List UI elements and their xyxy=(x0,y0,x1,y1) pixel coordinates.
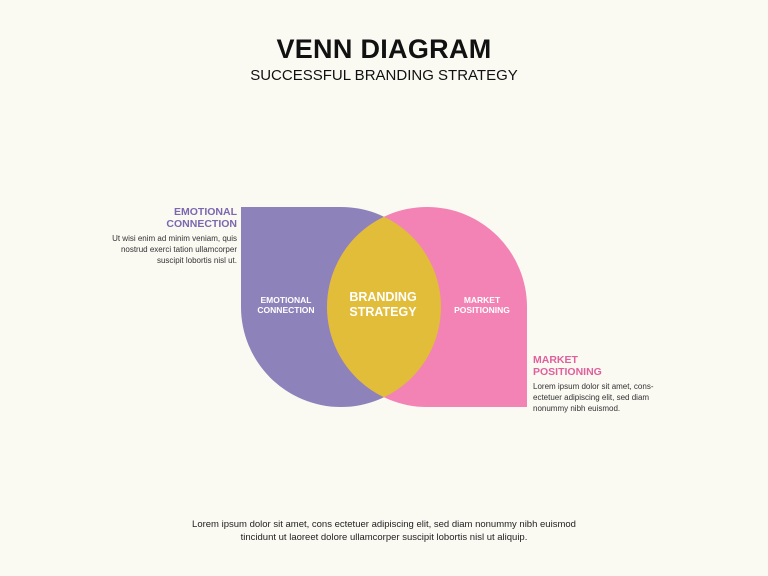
venn-center-label: BRANDING STRATEGY xyxy=(349,290,417,319)
page-title: VENN DIAGRAM xyxy=(276,34,492,64)
page-subtitle: SUCCESSFUL BRANDING STRATEGY xyxy=(250,67,518,84)
venn-overlap-shape xyxy=(327,207,441,407)
venn-right-label: MARKET POSITIONING xyxy=(454,295,510,315)
left-callout: EMOTIONAL CONNECTION Ut wisi enim ad min… xyxy=(108,206,237,266)
footer-paragraph: Lorem ipsum dolor sit amet, cons ectetue… xyxy=(192,519,576,543)
right-callout-text: Lorem ipsum dolor sit amet, cons-ectetue… xyxy=(533,382,654,413)
left-callout-text: Ut wisi enim ad minim veniam, quis nostr… xyxy=(112,234,237,265)
footer-text: Lorem ipsum dolor sit amet, cons ectetue… xyxy=(0,518,768,544)
venn-left-label: EMOTIONAL CONNECTION xyxy=(257,295,315,315)
right-callout: MARKET POSITIONING Lorem ipsum dolor sit… xyxy=(533,354,673,414)
left-callout-heading: EMOTIONAL CONNECTION xyxy=(166,206,237,230)
right-callout-heading: MARKET POSITIONING xyxy=(533,354,602,378)
